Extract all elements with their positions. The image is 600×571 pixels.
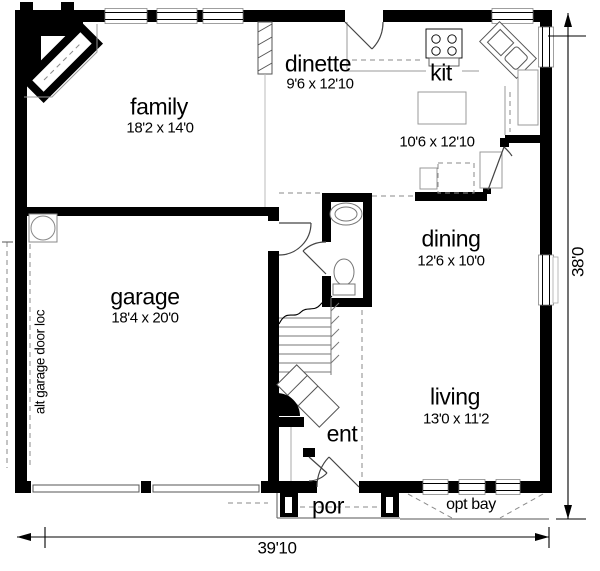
closet-door <box>290 427 328 482</box>
room-label-kitchen: kit <box>430 59 452 86</box>
garage-doors <box>31 481 261 493</box>
annotation-opt-bay: opt bay <box>446 496 496 513</box>
toilet <box>332 258 356 296</box>
room-dims-garage: 18'4 x 20'0 <box>111 309 179 327</box>
window-living-2 <box>458 479 486 495</box>
dimension-depth: 38'0 <box>568 246 588 278</box>
dashed-boundaries <box>279 192 415 481</box>
stairs <box>276 295 340 428</box>
dimension-width: 39'10 <box>257 538 297 558</box>
stove <box>425 28 463 67</box>
room-dims-dining: 12'6 x 10'0 <box>417 252 485 270</box>
water-heater <box>28 213 58 243</box>
dinette-back-door <box>344 10 384 50</box>
window-family-1 <box>104 8 148 24</box>
window-living-1 <box>422 479 449 495</box>
garage-hall-door <box>278 222 312 256</box>
window-kitchen <box>491 8 534 24</box>
window-dining <box>538 254 559 306</box>
room-label-dining: dining <box>421 225 481 252</box>
room-dims-dinette: 9'6 x 12'10 <box>286 75 354 93</box>
room-label-garage: garage <box>110 283 180 310</box>
window-family-2 <box>156 8 198 24</box>
room-label-family: family <box>130 93 188 120</box>
front-door <box>316 456 360 493</box>
kitchen-dining-door <box>487 146 513 191</box>
kitchen-counter <box>346 22 511 135</box>
window-living-3 <box>495 479 521 495</box>
powder-door <box>302 241 327 275</box>
stair-newel <box>277 393 300 416</box>
outer-walls <box>15 2 552 493</box>
corner-sink <box>479 21 537 79</box>
room-dims-family: 18'2 x 14'0 <box>126 119 194 137</box>
refrigerator <box>517 69 539 126</box>
winder-steps <box>276 364 340 428</box>
room-dims-kitchen: 10'6 x 12'10 <box>399 133 475 151</box>
room-label-porch: por <box>311 492 345 519</box>
window-kitchen-right <box>538 26 554 68</box>
hatched-wall-stub <box>257 21 273 207</box>
window-family-3 <box>202 8 244 24</box>
dimension-line-bottom <box>17 527 550 548</box>
opt-bay-outline <box>400 493 549 520</box>
alt-garage-door-outline <box>2 241 31 468</box>
kitchen-island <box>417 91 467 125</box>
pantry-cabinets <box>419 151 503 194</box>
porch <box>228 493 400 519</box>
windows <box>104 8 559 495</box>
room-label-entry: ent <box>326 420 358 447</box>
interior-walls <box>27 135 540 483</box>
room-label-living: living <box>429 383 481 410</box>
dimension-line-right <box>548 13 586 520</box>
powder-sink <box>329 202 363 226</box>
room-dims-living: 13'0 x 11'2 <box>422 410 490 428</box>
room-label-dinette: dinette <box>284 50 352 77</box>
fireplace <box>20 20 104 104</box>
annotation-alt-garage-door: alt garage door loc <box>32 309 48 415</box>
